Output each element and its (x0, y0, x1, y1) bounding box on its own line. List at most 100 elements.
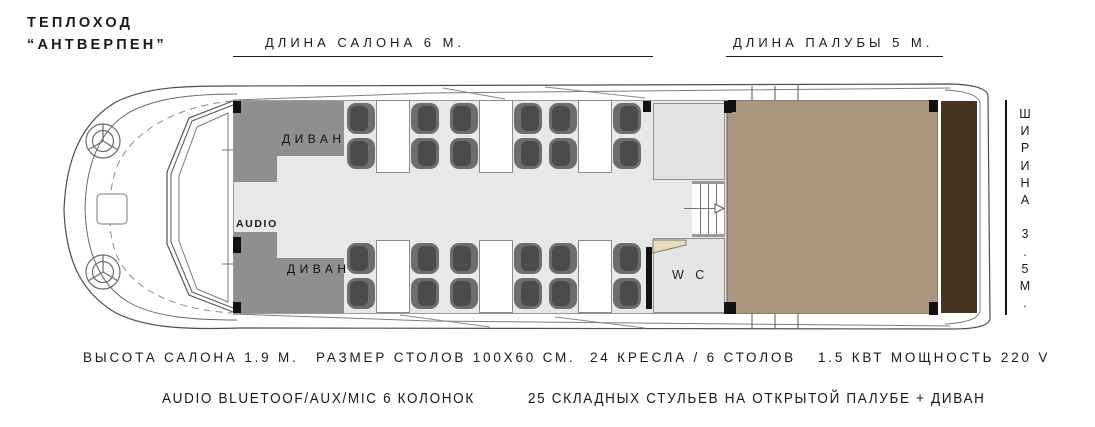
spec-salon-height: ВЫСОТА САЛОНА 1.9 М. (83, 350, 299, 365)
width-label-char: 5 (1021, 261, 1029, 276)
stair-step (700, 184, 701, 234)
table (376, 100, 410, 173)
boat-title-line2: “АНТВЕРПЕН” (27, 37, 167, 53)
armchair-seat (350, 246, 368, 271)
windshield-inner (170, 104, 234, 309)
salon-length-dimension-line (233, 56, 653, 57)
armchair (347, 278, 375, 309)
wall-ticks (222, 149, 233, 265)
armchair-seat (620, 106, 638, 131)
sofa-bottom-label: ДИВАН (287, 262, 351, 276)
upper-cabin-room (653, 103, 725, 180)
armchair-seat (418, 281, 436, 306)
wc-wall-post (646, 247, 652, 309)
armchair-seat (453, 141, 471, 166)
spec-power: 1.5 КВТ МОЩНОСТЬ 220 V (818, 350, 1051, 365)
width-label-char: 3 (1021, 227, 1029, 242)
armchair (514, 278, 542, 309)
armchair-seat (552, 246, 570, 271)
staircase (692, 181, 725, 237)
post (929, 302, 938, 315)
spec-seats-tables: 24 КРЕСЛА / 6 СТОЛОВ (590, 350, 796, 365)
sofa-top-label: ДИВАН (282, 132, 346, 146)
armchair-seat (521, 246, 539, 271)
armchair (514, 103, 542, 134)
armchair-seat (418, 106, 436, 131)
deck-length-dimension-line (726, 56, 943, 57)
armchair (514, 243, 542, 274)
armchair (450, 243, 478, 274)
roof-diagonals-bottom (399, 314, 646, 329)
armchair (549, 243, 577, 274)
armchair (549, 278, 577, 309)
armchair (347, 243, 375, 274)
table (479, 100, 513, 173)
width-label-char: М (1019, 278, 1031, 293)
width-label-char: Р (1020, 141, 1030, 156)
table (578, 240, 612, 313)
armchair-seat (552, 141, 570, 166)
armchair (450, 138, 478, 169)
armchair-seat (453, 106, 471, 131)
table (578, 100, 612, 173)
salon-length-label: ДЛИНА САЛОНА 6 М. (265, 35, 466, 50)
armchair-seat (521, 281, 539, 306)
railing-ticks-bottom (751, 314, 799, 329)
table (376, 240, 410, 313)
armchair (613, 138, 641, 169)
deck-sofa (941, 101, 977, 313)
armchair (549, 103, 577, 134)
post (233, 101, 241, 113)
wc-label: W C (672, 268, 709, 282)
armchair (347, 138, 375, 169)
armchair-seat (453, 246, 471, 271)
post (643, 101, 651, 112)
spec-audio: AUDIO BLUETOOF/AUX/MIC 6 КОЛОНОК (162, 391, 475, 407)
armchair (613, 103, 641, 134)
bow-cleat-top (85, 123, 121, 159)
windshield-outer (166, 100, 234, 313)
armchair-seat (552, 281, 570, 306)
post (728, 100, 736, 112)
roof-line-top (232, 87, 951, 101)
boat-title-line1: ТЕПЛОХОД (27, 15, 134, 31)
armchair-seat (350, 106, 368, 131)
post (233, 237, 241, 253)
armchair-seat (620, 141, 638, 166)
open-deck (727, 100, 938, 314)
bow-hatch (96, 193, 128, 225)
armchair (613, 278, 641, 309)
roof-diagonals-top (442, 86, 646, 100)
width-label-char: А (1020, 192, 1030, 207)
width-label-char: . (1023, 296, 1027, 311)
armchair-seat (620, 246, 638, 271)
post (728, 302, 736, 314)
armchair (411, 243, 439, 274)
spec-table-size: РАЗМЕР СТОЛОВ 100Х60 СМ. (316, 350, 576, 365)
width-label-char: Н (1020, 175, 1030, 190)
stair-step (708, 184, 709, 234)
salon-sofa-top (234, 101, 344, 156)
railing-ticks-top (751, 85, 799, 100)
armchair-seat (521, 141, 539, 166)
post (233, 302, 241, 313)
spec-deck-chairs: 25 СКЛАДНЫХ СТУЛЬЕВ НА ОТКРЫТОЙ ПАЛУБЕ +… (528, 391, 986, 407)
armchair-seat (552, 106, 570, 131)
width-label-char (1016, 209, 1034, 226)
audio-label: AUDIO (236, 218, 278, 230)
armchair (549, 138, 577, 169)
armchair-seat (350, 141, 368, 166)
width-label-char: Ш (1019, 107, 1031, 121)
dashed-bow-line (108, 100, 233, 314)
width-dimension-line (1005, 100, 1007, 315)
armchair (514, 138, 542, 169)
armchair (613, 243, 641, 274)
armchair-seat (620, 281, 638, 306)
armchair-seat (453, 281, 471, 306)
gunwale-line (84, 93, 238, 321)
armchair (450, 103, 478, 134)
armchair-seat (418, 246, 436, 271)
boat-title: ТЕПЛОХОД “АНТВЕРПЕН” (27, 12, 167, 56)
